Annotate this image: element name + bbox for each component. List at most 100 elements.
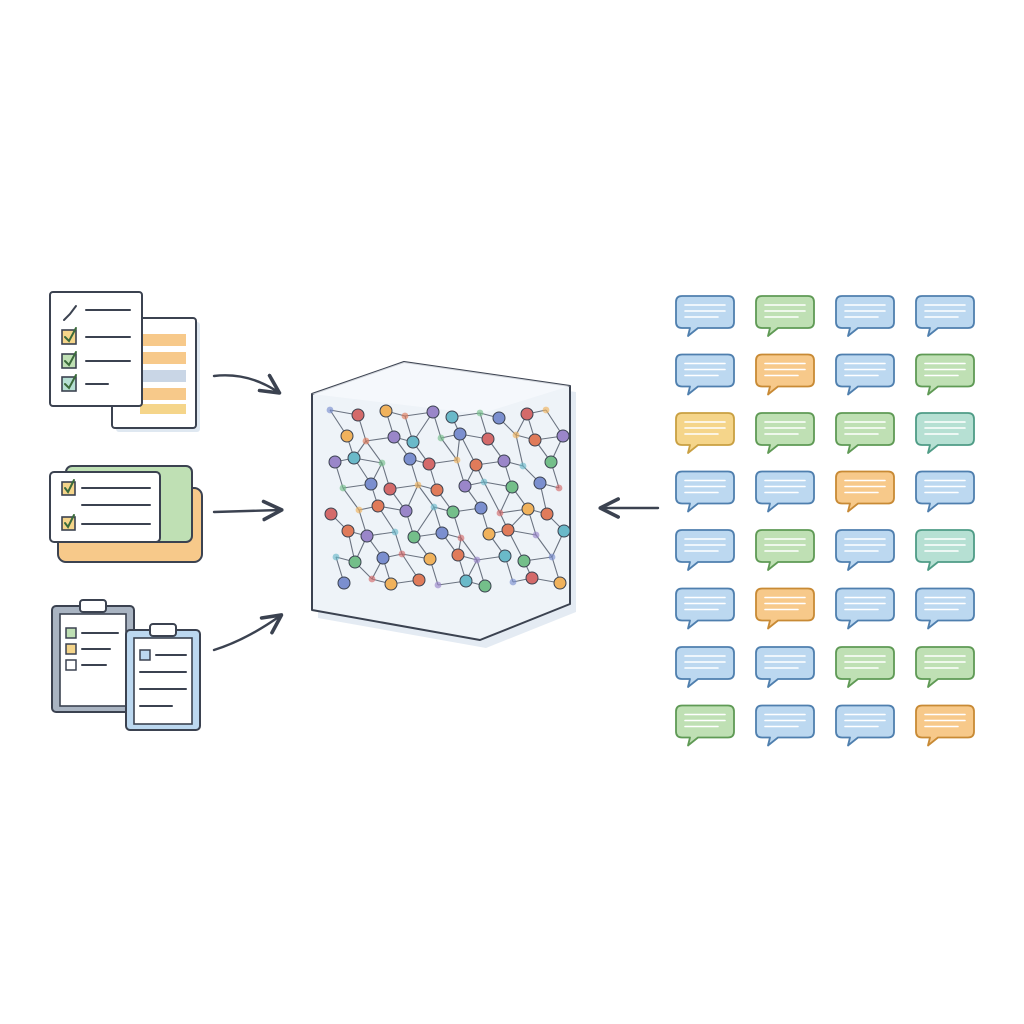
network-node <box>459 574 473 588</box>
network-node <box>407 530 421 544</box>
chat-bubble-icon <box>755 470 815 513</box>
chat-bubble-icon <box>675 646 735 688</box>
network-node <box>399 504 413 518</box>
network-node <box>348 555 362 569</box>
chat-bubble-icon <box>835 646 895 688</box>
network-node <box>498 549 512 563</box>
network-node <box>548 553 556 561</box>
network-node <box>412 573 426 587</box>
network-edge <box>535 534 553 558</box>
network-node <box>525 571 539 585</box>
network-node <box>362 437 370 445</box>
network-node <box>341 524 355 538</box>
network-nodes <box>324 404 571 593</box>
network-node <box>414 481 422 489</box>
network-node <box>482 527 496 541</box>
network-node <box>453 427 467 441</box>
document-checklist-icon <box>49 291 200 432</box>
arrow-top <box>212 373 282 395</box>
chat-bubble-icon <box>755 704 815 747</box>
network-node <box>533 476 547 490</box>
chat-bubble-icon <box>675 353 735 396</box>
network-node <box>328 455 342 469</box>
network-node <box>383 482 397 496</box>
network-node <box>521 502 535 516</box>
chat-bubble-icon <box>835 529 895 571</box>
chat-bubble-icon <box>915 353 975 396</box>
network-node <box>423 552 437 566</box>
chat-bubble-icon <box>915 470 975 513</box>
chat-bubble-icon <box>675 412 735 454</box>
network-node <box>435 526 449 540</box>
network-node <box>481 432 495 446</box>
chat-bubble-icon <box>755 587 815 630</box>
network-node <box>540 507 554 521</box>
network-edge <box>515 434 524 467</box>
network-edge <box>417 484 435 508</box>
network-node <box>340 429 354 443</box>
network-node <box>326 406 334 414</box>
network-node <box>371 499 385 513</box>
cube-top-face <box>312 362 570 414</box>
network-node <box>557 524 571 538</box>
network-node <box>364 477 378 491</box>
network-node <box>384 577 398 591</box>
chat-bubble-icon <box>755 646 815 688</box>
network-node <box>376 551 390 565</box>
network-node <box>473 556 481 564</box>
network-node <box>391 528 399 536</box>
network-node <box>505 480 519 494</box>
network-node <box>339 484 347 492</box>
network-node <box>542 406 550 414</box>
network-edge <box>342 487 360 511</box>
chat-bubble-icon <box>835 412 895 454</box>
network-node <box>379 404 393 418</box>
network-node <box>446 505 460 519</box>
network-node <box>458 479 472 493</box>
chat-bubble-icon <box>915 412 975 454</box>
network-edge <box>440 437 458 461</box>
chat-bubble-icon <box>915 295 975 337</box>
network-node <box>553 576 567 590</box>
network-node <box>324 507 338 521</box>
network-node <box>517 554 531 568</box>
network-node <box>351 408 365 422</box>
chat-bubble-icon <box>835 295 895 337</box>
arrow-middle <box>212 499 284 522</box>
network-node <box>401 412 409 420</box>
network-node <box>451 548 465 562</box>
network-node <box>509 578 517 586</box>
chat-bubble-icon <box>915 646 975 688</box>
chat-bubble-icon <box>835 587 895 630</box>
chat-bubble-icon <box>675 470 735 513</box>
chat-bubble-icon <box>835 704 895 747</box>
network-edge <box>365 440 383 464</box>
network-node <box>430 503 438 511</box>
network-node <box>556 429 570 443</box>
network-node <box>437 434 445 442</box>
chat-bubble-icon <box>755 412 815 454</box>
chat-bubble-icon <box>675 529 735 571</box>
arrow-bottom <box>212 613 284 652</box>
network-node <box>332 553 340 561</box>
network-node <box>544 455 558 469</box>
network-node <box>457 534 465 542</box>
network-node <box>360 529 374 543</box>
network-node <box>555 484 563 492</box>
network-node <box>434 581 442 589</box>
chat-bubble-icon <box>915 704 975 747</box>
network-node <box>347 451 361 465</box>
network-node <box>387 430 401 444</box>
network-node <box>469 458 483 472</box>
chat-bubble-icon <box>755 353 815 396</box>
network-node <box>398 550 406 558</box>
network-node <box>445 410 459 424</box>
network-node <box>426 405 440 419</box>
network-node <box>474 501 488 515</box>
network-node <box>453 456 461 464</box>
chat-bubble-icon <box>675 704 735 747</box>
network-edge <box>483 481 501 514</box>
neural-network-cube-icon <box>311 361 576 648</box>
chat-bubble-icon <box>835 353 895 396</box>
